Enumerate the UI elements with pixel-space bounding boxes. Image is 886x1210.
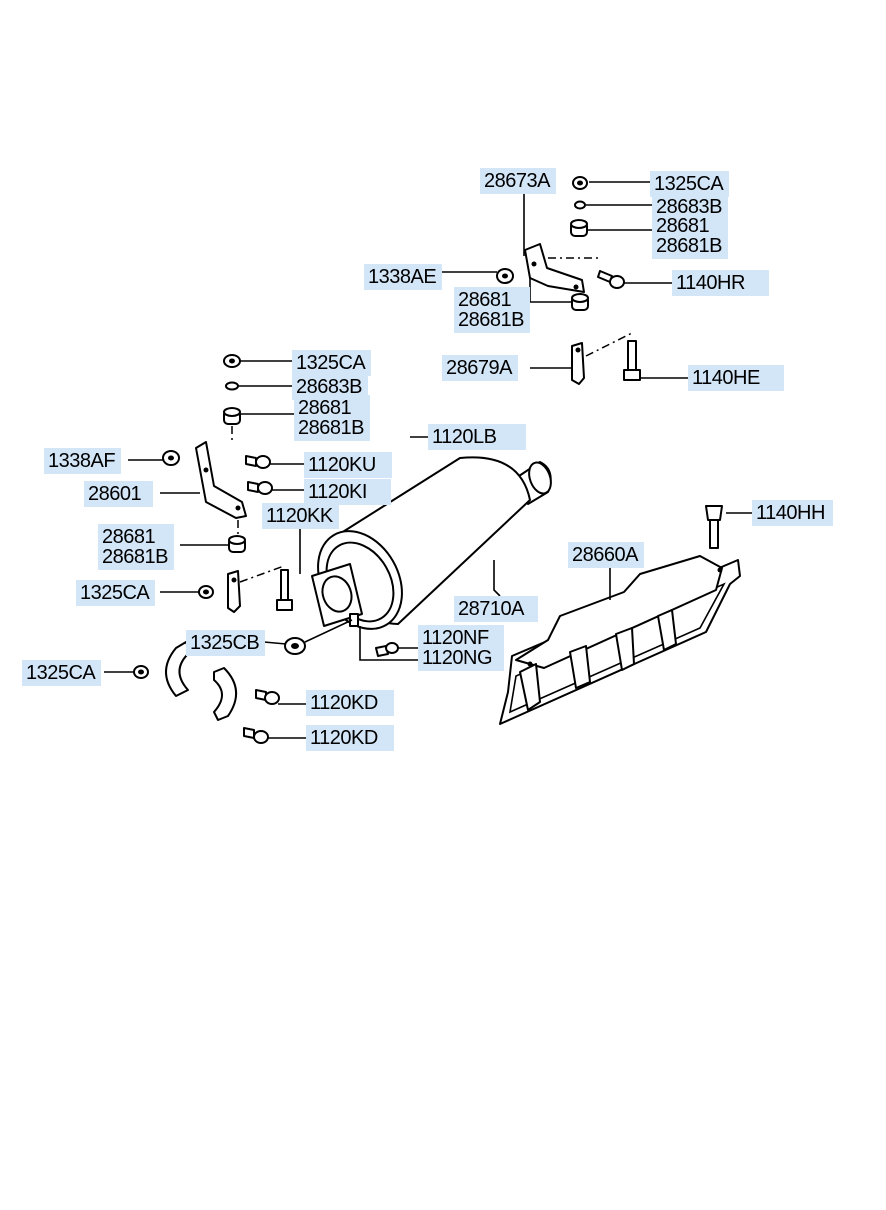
nut-1338af bbox=[162, 450, 180, 466]
callout-1338af[interactable]: 1338AF bbox=[44, 448, 122, 474]
bolt-1140he bbox=[623, 340, 641, 381]
callout-1325ca-low[interactable]: 1325CA bbox=[76, 580, 156, 606]
bolt-1120kk bbox=[276, 569, 293, 611]
lower-rubber-28681 bbox=[228, 535, 246, 553]
callout-1120ku[interactable]: 1120KU bbox=[304, 452, 392, 478]
callout-1140hr[interactable]: 1140HR bbox=[672, 270, 769, 296]
hanger-bracket-28601 bbox=[195, 441, 247, 519]
callout-28681-mid: 28681 bbox=[458, 289, 512, 311]
callout-28681b-mid: 28681B bbox=[458, 309, 524, 331]
callout-1140he[interactable]: 1140HE bbox=[688, 365, 784, 391]
bolt-1120nf bbox=[375, 642, 399, 657]
nut-1325ca-bottom bbox=[133, 665, 149, 679]
bolt-1120ki bbox=[247, 481, 273, 495]
upper-nut-1338ae bbox=[496, 268, 514, 284]
upper-washer-28683b bbox=[574, 200, 586, 210]
callout-28681b-top: 28681B bbox=[656, 235, 722, 257]
clamp-lower-half bbox=[213, 667, 237, 721]
callout-28681b-left: 28681B bbox=[298, 417, 364, 439]
bolt-1120ku bbox=[245, 455, 271, 469]
callout-28681b-low: 28681B bbox=[102, 546, 168, 568]
upper-bracket-28673a bbox=[524, 243, 585, 293]
callout-1120kd-lower[interactable]: 1120KD bbox=[306, 725, 394, 751]
lower-hanger-rod bbox=[227, 570, 241, 613]
upper-nut-1325ca bbox=[572, 176, 588, 190]
muffler-28710a bbox=[311, 456, 552, 630]
callout-1120ki[interactable]: 1120KI bbox=[304, 479, 391, 505]
lower-nut-1325ca bbox=[198, 585, 214, 599]
callout-28681-low: 28681 bbox=[102, 526, 156, 548]
callout-28681-mid-group[interactable]: 28681 28681B bbox=[454, 287, 530, 333]
left-rubber-28681 bbox=[223, 407, 241, 425]
callout-1120kd-upper[interactable]: 1120KD bbox=[306, 690, 394, 716]
bolt-1120kd-lower bbox=[243, 727, 269, 744]
callout-1120ng: 1120NG bbox=[422, 647, 493, 669]
callout-28660a[interactable]: 28660A bbox=[568, 542, 644, 568]
callout-1120nf: 1120NF bbox=[422, 627, 489, 649]
leader-lines bbox=[104, 181, 752, 739]
bolt-1140hh bbox=[705, 505, 723, 549]
callout-28681-top-group[interactable]: 28681 28681B bbox=[652, 213, 728, 259]
upper-rubber-28681-mid bbox=[571, 293, 589, 311]
callout-28681-left-group[interactable]: 28681 28681B bbox=[294, 395, 370, 441]
callout-28681-low-group[interactable]: 28681 28681B bbox=[98, 524, 174, 570]
callout-28710a[interactable]: 28710A bbox=[454, 596, 538, 622]
bolt-1120kd-upper bbox=[255, 689, 280, 705]
callout-28673a[interactable]: 28673A bbox=[480, 168, 556, 194]
left-nut-1325ca bbox=[223, 354, 241, 368]
nut-1325cb bbox=[284, 637, 306, 655]
callout-28681-top: 28681 bbox=[656, 215, 710, 237]
callout-28601[interactable]: 28601 bbox=[84, 481, 154, 507]
bolt-1140hr bbox=[597, 270, 625, 289]
callout-1338ae[interactable]: 1338AE bbox=[364, 264, 443, 290]
callout-1120kk[interactable]: 1120KK bbox=[262, 503, 339, 529]
callout-28679a[interactable]: 28679A bbox=[442, 355, 518, 381]
callout-1325ca-bottom[interactable]: 1325CA bbox=[22, 660, 102, 686]
callout-1325ca-left[interactable]: 1325CA bbox=[292, 350, 372, 376]
callout-28681-left: 28681 bbox=[298, 397, 352, 419]
callout-1325ca-top[interactable]: 1325CA bbox=[650, 171, 730, 197]
hanger-28679a bbox=[571, 342, 585, 385]
heat-protector-28660a bbox=[499, 555, 741, 725]
callout-1325cb[interactable]: 1325CB bbox=[186, 630, 266, 656]
callout-1120lb[interactable]: 1120LB bbox=[428, 424, 527, 450]
callout-1120nf-group[interactable]: 1120NF 1120NG bbox=[418, 625, 505, 671]
left-washer-28683b bbox=[225, 381, 239, 391]
upper-rubber-28681 bbox=[570, 219, 588, 237]
callout-1140hh[interactable]: 1140HH bbox=[752, 500, 833, 526]
